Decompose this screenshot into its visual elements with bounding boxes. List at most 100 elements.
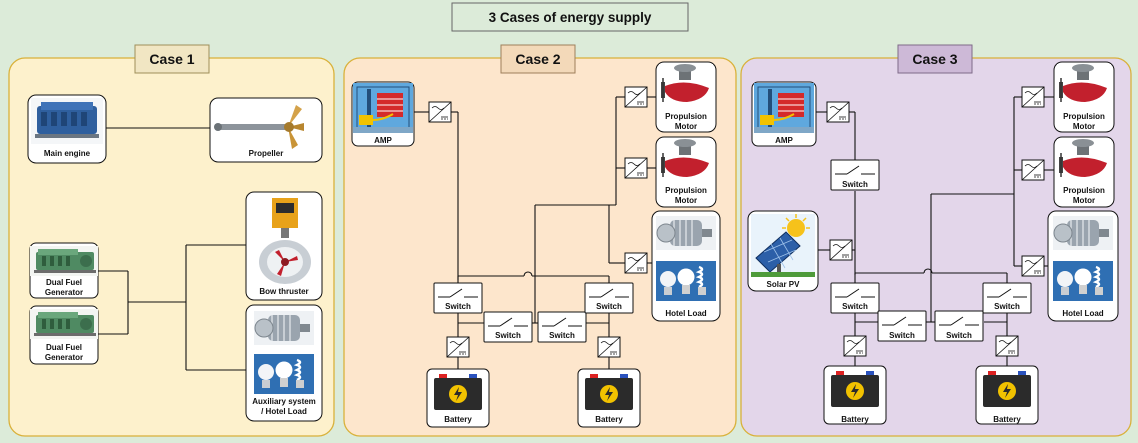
case2-motor-1-label-line2: Motor: [675, 122, 697, 131]
propeller-icon: [214, 105, 304, 149]
dual-fuel-generator-2-node: Dual Fuel Generator: [29, 305, 99, 365]
case3-motor-2-label-line2: Motor: [1073, 196, 1095, 205]
generator-1-label-line2: Generator: [45, 288, 83, 297]
main-engine-label: Main engine: [44, 149, 91, 158]
case3-switch-2: Switch: [877, 310, 927, 342]
case2-label: Case 2: [515, 51, 560, 67]
case2-label-box: [500, 44, 576, 74]
propeller-node: Propeller: [209, 97, 323, 163]
aux-bulbs-icon: [252, 352, 316, 396]
case3-hotel-load-node: Hotel Load: [1047, 210, 1119, 322]
case2-battery-1-node: Battery: [426, 368, 490, 428]
case2-motor-2-label-line2: Motor: [675, 196, 697, 205]
case3-amp-label: AMP: [775, 136, 793, 145]
case2-amp-node: AMP: [351, 81, 415, 147]
case3-amp-node: AMP: [751, 81, 817, 147]
case2-motor-2-converter-icon: [624, 157, 648, 179]
case3-battery-1-node: Battery: [823, 365, 887, 425]
case2-motor-1-icon: [658, 63, 714, 111]
case3-battery-2-converter-icon: [995, 335, 1019, 357]
case3-label-box: [897, 44, 973, 74]
case3-hotel-converter-icon: [1021, 255, 1045, 277]
generator-1-label-line1: Dual Fuel: [46, 278, 82, 287]
bow-thruster-icon: [259, 198, 311, 284]
case2-battery-2-label: Battery: [595, 415, 623, 424]
case2-battery-1-label: Battery: [444, 415, 472, 424]
case3-switch-3: Switch: [934, 310, 984, 342]
case2-motor-2-icon: [658, 138, 714, 186]
case3-battery-1-converter-icon: [843, 335, 867, 357]
svg-text:Switch: Switch: [842, 302, 868, 311]
case3-hotel-load-label: Hotel Load: [1062, 309, 1103, 318]
case1-label: Case 1: [149, 51, 194, 67]
case3-switch-4: Switch: [982, 282, 1032, 314]
diagram-title: 3 Cases of energy supply: [489, 10, 652, 25]
case3-motor-1-label-line1: Propulsion: [1063, 112, 1105, 121]
aux-motor-icon: [253, 310, 315, 346]
aux-label-line1: Auxiliary system: [252, 397, 316, 406]
svg-text:Switch: Switch: [549, 331, 575, 340]
solar-pv-icon: [751, 214, 815, 277]
case3-switch-top: Switch: [830, 159, 880, 191]
case2-switch-2: Switch: [483, 311, 533, 343]
case3-amp-converter-icon: [826, 101, 850, 123]
case3-label: Case 3: [912, 51, 957, 67]
case3-motor-2-icon: [1056, 138, 1112, 186]
case3-solar-pv-node: Solar PV: [747, 210, 819, 292]
case3-motor-1-converter-icon: [1021, 86, 1045, 108]
case2-amp-icon: [352, 82, 414, 134]
generator-1-icon: [30, 246, 98, 276]
case2-amp-label: AMP: [374, 136, 392, 145]
title-box: [451, 2, 689, 32]
case2-hotel-bulbs-icon: [654, 259, 718, 303]
propeller-label: Propeller: [249, 149, 284, 158]
case2-propulsion-motor-2-node: Propulsion Motor: [655, 136, 717, 208]
case3-motor-2-converter-icon: [1021, 159, 1045, 181]
case2-wires: [414, 96, 656, 372]
main-engine-icon: [31, 98, 103, 144]
svg-text:Switch: Switch: [994, 302, 1020, 311]
case3-hotel-motor-icon: [1052, 215, 1114, 251]
svg-text:Switch: Switch: [596, 302, 622, 311]
case3-battery-2-node: Battery: [975, 365, 1039, 425]
bow-thruster-node: Bow thruster: [245, 191, 323, 301]
bow-thruster-label: Bow thruster: [259, 287, 308, 296]
case2-switch-1: Switch: [433, 282, 483, 314]
case2-hotel-load-node: Hotel Load: [651, 210, 721, 322]
aux-label-line2: / Hotel Load: [261, 407, 307, 416]
case3-motor-1-icon: [1056, 63, 1112, 111]
case2-motor-1-converter-icon: [624, 86, 648, 108]
svg-text:Switch: Switch: [946, 331, 972, 340]
case2-switch-3: Switch: [537, 311, 587, 343]
case1-wires: [98, 127, 246, 371]
case2-hotel-converter-icon: [624, 252, 648, 274]
case3-motor-2-label-line1: Propulsion: [1063, 186, 1105, 195]
case3-hotel-bulbs-icon: [1051, 259, 1115, 303]
generator-2-icon: [30, 309, 98, 339]
case3-battery-2-label: Battery: [993, 415, 1021, 424]
auxiliary-hotel-load-node: Auxiliary system / Hotel Load: [245, 304, 323, 422]
case2-battery-2-converter-icon: [597, 336, 621, 358]
case2-motor-2-label-line1: Propulsion: [665, 186, 707, 195]
case2-motor-1-label-line1: Propulsion: [665, 112, 707, 121]
svg-text:Switch: Switch: [889, 331, 915, 340]
case2-propulsion-motor-1-node: Propulsion Motor: [655, 61, 717, 133]
case3-solar-converter-icon: [829, 239, 853, 261]
case3-switch-1: Switch: [830, 282, 880, 314]
case2-hotel-motor-icon: [655, 215, 717, 251]
case2-switch-4: Switch: [584, 282, 634, 314]
case2-amp-converter-icon: [428, 101, 452, 123]
case3-solar-pv-label: Solar PV: [767, 280, 801, 289]
main-engine-node: Main engine: [27, 94, 107, 164]
case2-battery-1-converter-icon: [446, 336, 470, 358]
svg-text:Switch: Switch: [495, 331, 521, 340]
case3-propulsion-motor-1-node: Propulsion Motor: [1053, 61, 1115, 133]
dual-fuel-generator-1-node: Dual Fuel Generator: [29, 242, 99, 299]
case3-propulsion-motor-2-node: Propulsion Motor: [1053, 136, 1115, 208]
case3-battery-1-label: Battery: [841, 415, 869, 424]
case1-label-box: [134, 44, 210, 74]
case3-amp-icon: [753, 82, 815, 134]
svg-text:Switch: Switch: [842, 180, 868, 189]
